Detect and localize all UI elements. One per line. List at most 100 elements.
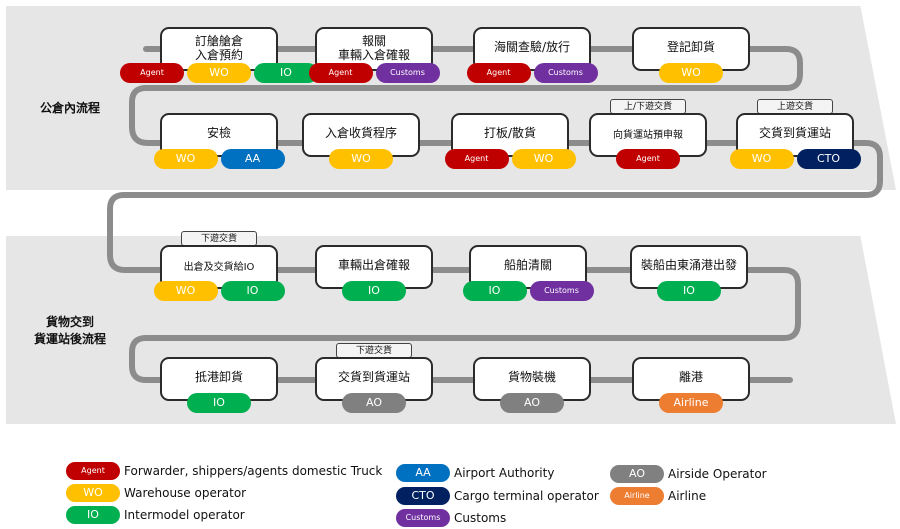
actor-tag: IO: [187, 393, 251, 413]
actor-tag: Customs: [375, 63, 440, 83]
legend-label: Customs: [454, 511, 507, 525]
legend-swatch: Airline: [610, 487, 664, 505]
handover-note: 下遊交貨: [336, 343, 412, 358]
warehouse-process-label: 公倉內流程: [39, 101, 100, 115]
process-node-label: 安檢: [206, 126, 231, 140]
handover-note: 上/下遊交貨: [610, 99, 686, 114]
actor-tag: WO: [729, 149, 794, 169]
actor-tag: CTO: [796, 149, 861, 169]
actor-tags: Airline: [634, 393, 748, 413]
process-node-label: 打板/散貨: [483, 126, 537, 140]
actor-tags: WO: [634, 63, 748, 83]
process-node-label: 車輛出倉確報: [337, 258, 410, 272]
actor-tag: WO: [329, 149, 393, 169]
process-node: 交貨到貨運站 AO: [315, 357, 433, 413]
actor-tags: Agent: [591, 149, 705, 169]
actor-tag: AA: [220, 149, 285, 169]
actor-tag: WO: [659, 63, 723, 83]
legend-label: Airside Operator: [668, 467, 767, 481]
process-node-label: 出倉及交貨給IO: [183, 262, 255, 273]
terminal-process-label: 貨物交到 貨運站後流程: [33, 315, 106, 346]
legend-label: Cargo terminal operator: [454, 489, 599, 503]
actor-tag: Agent: [444, 149, 509, 169]
actor-tag: IO: [657, 281, 721, 301]
actor-tag: Airline: [659, 393, 723, 413]
actor-tags: AO: [475, 393, 589, 413]
legend-label: Airline: [668, 489, 707, 503]
legend-label: Forwarder, shippers/agents domestic Truc…: [124, 464, 383, 478]
legend-swatch: Customs: [396, 509, 450, 527]
process-node: 離港 Airline: [632, 357, 750, 413]
process-node-label: 裝船由東涌港出發: [640, 258, 737, 272]
actor-tag: IO: [462, 281, 527, 301]
process-node-label: 海關查驗/放行: [493, 40, 571, 54]
actor-tag: AO: [342, 393, 406, 413]
legend-swatch: AA: [396, 464, 450, 482]
process-node: 向貨運站預申報 Agent: [589, 113, 707, 169]
process-node-label: 船舶清關: [503, 258, 552, 272]
process-node-label: 交貨到貨運站: [337, 370, 410, 384]
legend-swatch: AO: [610, 465, 664, 483]
process-node-label: 抵港卸貨: [194, 370, 243, 384]
process-node-label: 貨物裝機: [507, 370, 556, 384]
actor-tag: Customs: [533, 63, 598, 83]
actor-tag: AO: [500, 393, 564, 413]
process-node: 抵港卸貨 IO: [160, 357, 278, 413]
process-node: 裝船由東涌港出發 IO: [630, 245, 748, 301]
process-node-label: 訂艙艙倉 入倉預約: [194, 34, 243, 62]
actor-tag: WO: [511, 149, 576, 169]
process-node: 登記卸貨 WO: [632, 27, 750, 83]
actor-tag: WO: [153, 149, 218, 169]
handover-note: 下遊交貨: [181, 231, 257, 246]
actor-tag: IO: [342, 281, 406, 301]
actor-tag: Agent: [466, 63, 531, 83]
actor-tags: IO: [317, 281, 431, 301]
process-node-label: 向貨運站預申報: [613, 130, 683, 141]
process-node-label: 登記卸貨: [666, 40, 715, 54]
actor-tags: IO: [632, 281, 746, 301]
legend-label: Airport Authority: [454, 466, 555, 480]
legend-swatch: WO: [66, 484, 120, 502]
actor-tags: WO: [304, 149, 418, 169]
actor-tag: IO: [254, 63, 318, 83]
legend-swatch: IO: [66, 506, 120, 524]
handover-note: 上遊交貨: [757, 99, 833, 114]
process-node-label: 報關 車輛入倉確報: [337, 34, 410, 62]
actor-tag: Agent: [120, 63, 184, 83]
legend-swatch: CTO: [396, 487, 450, 505]
legend-swatch: Agent: [66, 462, 120, 480]
process-node-label: 離港: [678, 370, 703, 384]
actor-tags: AO: [317, 393, 431, 413]
process-node: 車輛出倉確報 IO: [315, 245, 433, 301]
process-node-label: 入倉收貨程序: [324, 126, 397, 140]
actor-tag: WO: [153, 281, 218, 301]
actor-tag: Customs: [529, 281, 594, 301]
legend-label: Intermodel operator: [124, 508, 245, 522]
actor-tag: IO: [220, 281, 285, 301]
process-node: 入倉收貨程序 WO: [302, 113, 420, 169]
actor-tag: WO: [187, 63, 251, 83]
process-node-label: 交貨到貨運站: [758, 126, 831, 140]
actor-tag: Agent: [616, 149, 680, 169]
actor-tag: Agent: [308, 63, 373, 83]
actor-tags: IO: [162, 393, 276, 413]
process-node: 貨物裝機 AO: [473, 357, 591, 413]
